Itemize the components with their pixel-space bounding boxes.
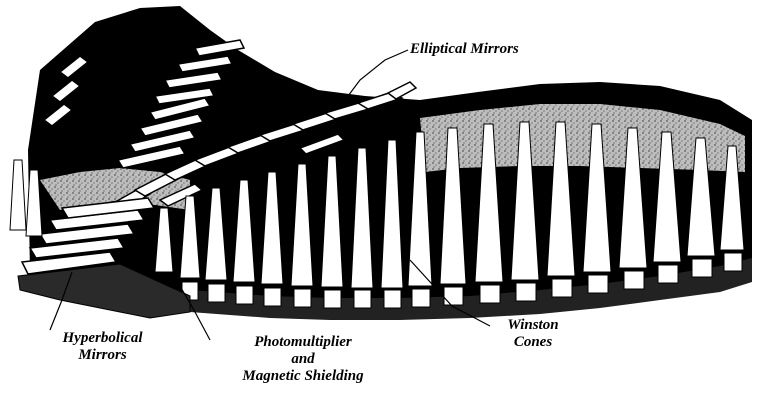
photomultiplier-block bbox=[588, 275, 608, 293]
photomultiplier-block bbox=[384, 290, 401, 308]
photomultiplier-block bbox=[624, 271, 644, 289]
photomultiplier-block bbox=[552, 279, 572, 297]
photomultiplier-block bbox=[236, 286, 253, 304]
left-edge-cones bbox=[10, 160, 42, 236]
label-winston-line1: Winston bbox=[490, 317, 576, 334]
elliptical-mirror-tile bbox=[388, 82, 416, 99]
photomultiplier-block bbox=[658, 265, 678, 283]
label-photomultiplier-line1: Photomultiplier bbox=[212, 334, 394, 351]
photomultiplier-block bbox=[412, 289, 430, 307]
label-elliptical-text: Elliptical Mirrors bbox=[410, 41, 519, 58]
label-photomultiplier: Photomultiplier and Magnetic Shielding bbox=[212, 334, 394, 385]
photomultiplier-block bbox=[264, 288, 281, 306]
photomultiplier-block bbox=[354, 290, 371, 308]
label-winston-cones: Winston Cones bbox=[490, 317, 576, 351]
label-hyperbolical-line1: Hyperbolical bbox=[40, 330, 165, 347]
photomultiplier-block bbox=[516, 283, 536, 301]
photomultiplier-block bbox=[480, 285, 500, 303]
photomultiplier-block bbox=[444, 287, 463, 305]
photomultiplier-block bbox=[724, 253, 742, 271]
photomultiplier-block bbox=[294, 289, 311, 307]
label-photomultiplier-line2: and bbox=[212, 351, 394, 368]
photomultiplier-block bbox=[692, 259, 712, 277]
photomultiplier-block bbox=[208, 284, 225, 302]
label-elliptical-mirrors: Elliptical Mirrors bbox=[410, 41, 519, 58]
label-winston-line2: Cones bbox=[490, 334, 576, 351]
label-hyperbolical-line2: Mirrors bbox=[40, 347, 165, 364]
photomultiplier-block bbox=[324, 290, 341, 308]
label-hyperbolical-mirrors: Hyperbolical Mirrors bbox=[40, 330, 165, 364]
label-photomultiplier-line3: Magnetic Shielding bbox=[212, 368, 394, 385]
